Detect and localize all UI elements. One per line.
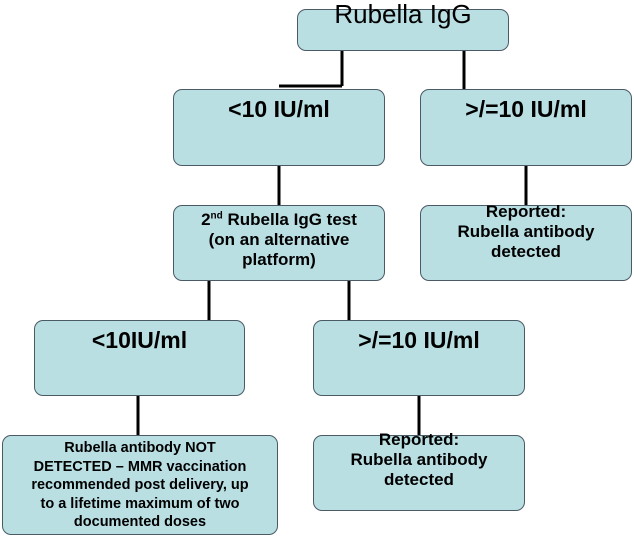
root-label: Rubella IgG bbox=[334, 0, 472, 29]
second-test-line3: platform) bbox=[242, 250, 316, 270]
not-detected-line3: recommended post delivery, up bbox=[31, 477, 249, 494]
reported-top-line3: detected bbox=[491, 242, 561, 262]
level2-left-node: <10IU/ml bbox=[34, 320, 245, 396]
not-detected-line4: to a lifetime maximum of two bbox=[40, 495, 240, 512]
reported-bottom-line2: Rubella antibody bbox=[350, 450, 488, 470]
second-test-ordinal-suffix: nd bbox=[210, 210, 223, 222]
reported-top-line1: Reported: bbox=[485, 202, 567, 221]
second-test-line1: 2nd Rubella IgG test bbox=[201, 210, 357, 230]
level1-right-node: >/=10 IU/ml bbox=[420, 89, 632, 166]
second-test-line2: (on an alternative bbox=[208, 230, 350, 250]
reported-bottom-text: Reported: Rubella antibody detected bbox=[351, 430, 488, 490]
not-detected-node: Rubella antibody NOT DETECTED – MMR vacc… bbox=[2, 435, 278, 535]
reported-top-text: Reported: Rubella antibody detected bbox=[458, 202, 595, 262]
reported-bottom-node: Reported: Rubella antibody detected bbox=[313, 430, 525, 511]
level2-right-label: >/=10 IU/ml bbox=[358, 327, 480, 353]
level2-left-label: <10IU/ml bbox=[91, 327, 188, 353]
reported-bottom-line1: Reported: bbox=[378, 430, 460, 449]
not-detected-line5: documented doses bbox=[73, 514, 207, 531]
level1-left-label: <10 IU/ml bbox=[228, 96, 330, 122]
second-test-line1-rest: Rubella IgG test bbox=[222, 210, 357, 229]
reported-bottom-line3: detected bbox=[384, 470, 454, 490]
not-detected-text: Rubella antibody NOT DETECTED – MMR vacc… bbox=[31, 439, 248, 532]
second-test-node: 2nd Rubella IgG test (on an alternative … bbox=[173, 205, 385, 281]
level1-left-node: <10 IU/ml bbox=[173, 89, 385, 166]
reported-top-line2: Rubella antibody bbox=[457, 222, 595, 242]
level1-right-label: >/=10 IU/ml bbox=[465, 96, 587, 122]
root-node: Rubella IgG bbox=[297, 1, 509, 51]
second-test-ordinal-number: 2 bbox=[201, 210, 211, 229]
level2-right-node: >/=10 IU/ml bbox=[313, 320, 525, 396]
not-detected-line1: Rubella antibody NOT bbox=[64, 440, 216, 456]
reported-top-node: Reported: Rubella antibody detected bbox=[420, 202, 632, 281]
not-detected-line2: DETECTED – MMR vaccination bbox=[33, 458, 247, 475]
second-test-text: 2nd Rubella IgG test (on an alternative … bbox=[201, 210, 357, 270]
